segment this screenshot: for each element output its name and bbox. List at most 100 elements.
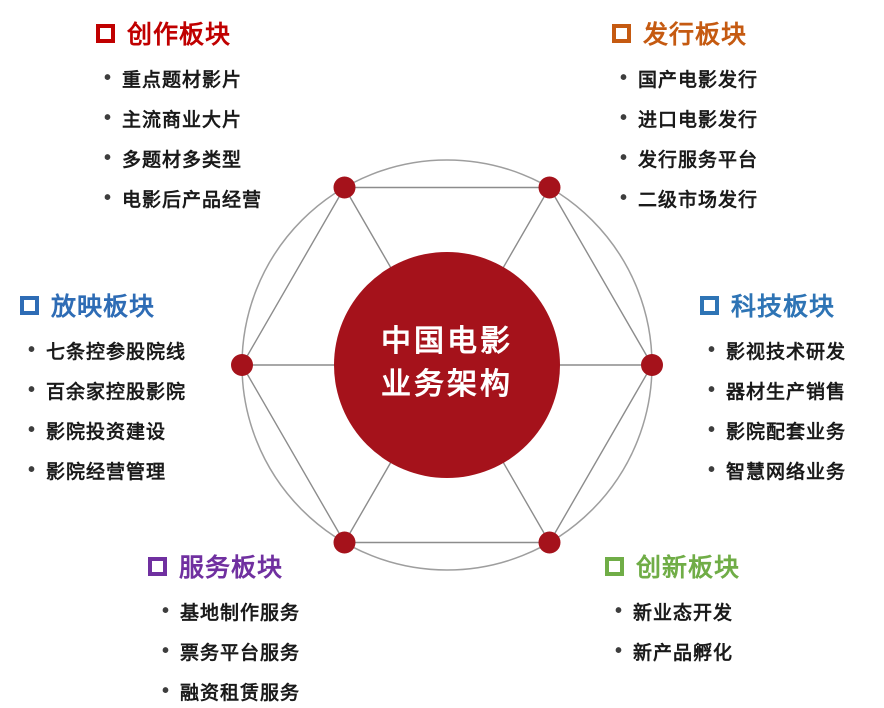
list-item: • 影院投资建设: [28, 410, 186, 450]
dot-bullet-icon: •: [615, 599, 624, 622]
list-item: • 二级市场发行: [620, 178, 758, 218]
section-distribution-header: 发行板块: [612, 16, 758, 50]
list-item-label: 重点题材影片: [122, 69, 243, 91]
list-item-label: 融资租赁服务: [180, 682, 301, 704]
dot-bullet-icon: •: [162, 679, 171, 702]
section-distribution: 发行板块 • 国产电影发行 • 进口电影发行 • 发行服务平台 • 二级市场发行: [612, 16, 758, 218]
dot-bullet-icon: •: [708, 458, 717, 481]
list-item: • 电影后产品经营: [104, 178, 262, 218]
center-title-line2: 业务架构: [381, 368, 513, 401]
list-item-label: 电影后产品经营: [122, 189, 263, 211]
dot-bullet-icon: •: [104, 106, 113, 129]
list-item: • 发行服务平台: [620, 138, 758, 178]
list-item-label: 新业态开发: [633, 602, 734, 624]
section-innovation-header: 创新板块: [605, 549, 740, 583]
list-item-label: 百余家控股影院: [46, 381, 187, 403]
section-screening: 放映板块 •七条控参股院线 • 百余家控股影院 • 影院投资建设 • 影院经营管理: [20, 288, 186, 490]
list-item: •七条控参股院线: [28, 330, 186, 370]
dot-bullet-icon: •: [28, 418, 37, 441]
list-item-label: 多题材多类型: [122, 149, 243, 171]
list-item: • 重点题材影片: [104, 58, 262, 98]
section-distribution-title: 发行板块: [643, 21, 748, 49]
list-item-label: 二级市场发行: [638, 189, 759, 211]
dot-bullet-icon: •: [708, 338, 717, 361]
center-title: 中国电影 业务架构: [337, 320, 557, 406]
list-item: • 智慧网络业务: [708, 450, 846, 490]
square-bullet-icon: [612, 23, 631, 43]
list-item: • 进口电影发行: [620, 98, 758, 138]
section-innovation-title: 创新板块: [636, 554, 741, 582]
list-item: • 器材生产销售: [708, 370, 846, 410]
list-item: • 主流商业大片: [104, 98, 262, 138]
list-item-label: 进口电影发行: [638, 109, 759, 131]
list-item: • 影视技术研发: [708, 330, 846, 370]
list-item: • 影院经营管理: [28, 450, 186, 490]
dot-bullet-icon: •: [104, 66, 113, 89]
dot-bullet-icon: •: [162, 639, 171, 662]
node-dot: [538, 176, 561, 199]
list-item: • 融资租赁服务: [162, 671, 300, 708]
dot-bullet-icon: •: [708, 378, 717, 401]
dot-bullet-icon: •: [620, 106, 629, 129]
dot-bullet-icon: •: [28, 378, 37, 401]
node-dot: [333, 176, 356, 199]
list-item: • 新业态开发: [615, 591, 740, 631]
section-service: 服务板块 • 基地制作服务 • 票务平台服务 • 融资租赁服务: [148, 549, 300, 708]
list-item-label: 基地制作服务: [180, 602, 301, 624]
node-dot: [333, 531, 356, 554]
section-service-items: • 基地制作服务 • 票务平台服务 • 融资租赁服务: [148, 591, 300, 708]
section-innovation: 创新板块 • 新业态开发 •新产品孵化: [605, 549, 740, 671]
dot-bullet-icon: •: [28, 458, 37, 481]
list-item-label: 智慧网络业务: [726, 461, 847, 483]
dot-bullet-icon: •: [104, 146, 113, 169]
node-dot: [641, 354, 663, 376]
section-technology: 科技板块 • 影视技术研发 • 器材生产销售 • 影院配套业务 • 智慧网络业务: [700, 288, 846, 490]
section-creation: 创作板块 • 重点题材影片 • 主流商业大片 • 多题材多类型 • 电影后产品经营: [96, 16, 262, 218]
section-technology-header: 科技板块: [700, 288, 846, 322]
list-item: • 影院配套业务: [708, 410, 846, 450]
section-innovation-items: • 新业态开发 •新产品孵化: [605, 591, 740, 671]
list-item-label: 影视技术研发: [726, 341, 847, 363]
list-item-label: 主流商业大片: [122, 109, 243, 131]
section-screening-header: 放映板块: [20, 288, 186, 322]
node-dot: [538, 531, 561, 554]
square-bullet-icon: [148, 556, 167, 576]
list-item: •新产品孵化: [615, 631, 740, 671]
dot-bullet-icon: •: [28, 338, 37, 361]
section-creation-items: • 重点题材影片 • 主流商业大片 • 多题材多类型 • 电影后产品经营: [96, 58, 262, 218]
hub-circle: [334, 252, 560, 478]
section-service-title: 服务板块: [179, 554, 284, 582]
square-bullet-icon: [605, 556, 624, 576]
list-item-label: 器材生产销售: [726, 381, 847, 403]
section-screening-title: 放映板块: [51, 293, 156, 321]
list-item-label: 影院配套业务: [726, 421, 847, 443]
section-technology-title: 科技板块: [731, 293, 836, 321]
list-item-label: 票务平台服务: [180, 642, 301, 664]
list-item: • 百余家控股影院: [28, 370, 186, 410]
list-item: • 国产电影发行: [620, 58, 758, 98]
node-dot: [231, 354, 253, 376]
list-item-label: 国产电影发行: [638, 69, 759, 91]
center-title-line1: 中国电影: [381, 325, 513, 358]
dot-bullet-icon: •: [620, 66, 629, 89]
section-technology-items: • 影视技术研发 • 器材生产销售 • 影院配套业务 • 智慧网络业务: [700, 330, 846, 490]
hexagon-edges: [241, 186, 653, 544]
list-item-label: 影院经营管理: [46, 461, 167, 483]
section-distribution-items: • 国产电影发行 • 进口电影发行 • 发行服务平台 • 二级市场发行: [612, 58, 758, 218]
dot-bullet-icon: •: [162, 599, 171, 622]
list-item-label: 新产品孵化: [633, 642, 734, 664]
square-bullet-icon: [96, 23, 115, 43]
square-bullet-icon: [700, 295, 719, 315]
list-item-label: 影院投资建设: [46, 421, 167, 443]
section-service-header: 服务板块: [148, 549, 300, 583]
dot-bullet-icon: •: [104, 186, 113, 209]
section-creation-header: 创作板块: [96, 16, 262, 50]
node-dots: [231, 176, 663, 554]
dot-bullet-icon: •: [620, 146, 629, 169]
dot-bullet-icon: •: [708, 418, 717, 441]
list-item-label: 发行服务平台: [638, 149, 759, 171]
dot-bullet-icon: •: [620, 186, 629, 209]
section-creation-title: 创作板块: [127, 21, 232, 49]
